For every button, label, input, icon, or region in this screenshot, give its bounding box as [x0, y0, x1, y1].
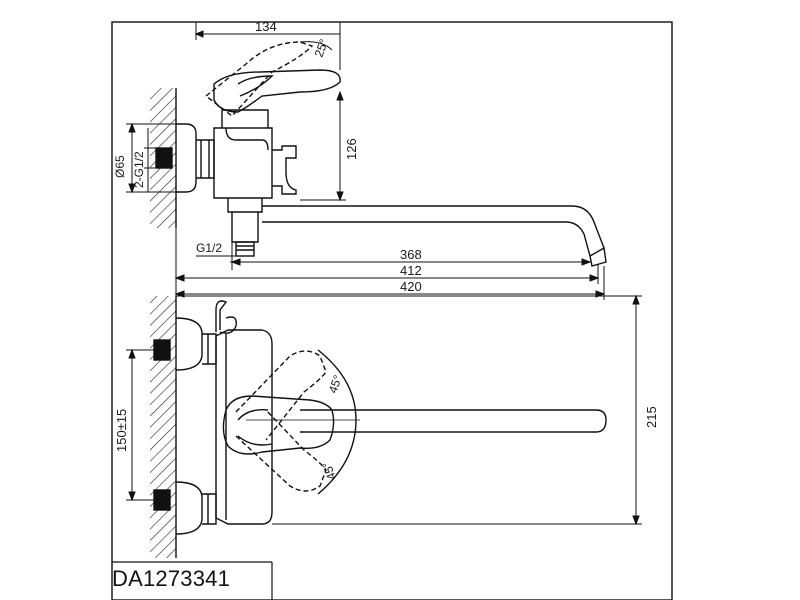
dim-reach-368: 368 — [400, 247, 422, 262]
top-view-dimensions — [126, 22, 606, 300]
nut-top — [196, 139, 215, 179]
outlet-collar-top — [231, 212, 259, 243]
top-view — [150, 41, 607, 267]
outlet-thread-top — [235, 241, 255, 257]
dim-total-height: 215 — [644, 406, 659, 428]
hook-stem — [215, 300, 228, 332]
dim-reach-412: 412 — [400, 263, 422, 278]
model-code: DA1273341 — [112, 566, 231, 591]
flange-top — [176, 123, 197, 193]
lower-inlet-thread — [153, 489, 171, 511]
dim-height-body: 126 — [344, 138, 359, 160]
dim-top-width: 134 — [255, 19, 277, 34]
spout-upper-edge — [262, 205, 605, 249]
dim-handle-angle-top: 25° — [312, 37, 331, 59]
inlet-thread-top — [155, 147, 173, 169]
diverter-knob-top — [272, 145, 297, 195]
lever-handle-dashed-lower — [235, 409, 327, 492]
dim-angle-lower: 45° — [319, 460, 338, 482]
front-view-dimensions — [126, 294, 642, 526]
dim-angle-upper: 45° — [326, 373, 345, 395]
spout-front — [300, 409, 607, 433]
wall-hatch-front — [150, 296, 176, 558]
dim-flange-diameter: Ø65 — [113, 155, 127, 178]
lever-handle-dashed-upper — [235, 350, 327, 441]
lower-flange-front — [175, 481, 203, 535]
drawing-border — [111, 21, 673, 600]
lever-handle-dashed-top — [204, 41, 314, 117]
dim-inlet-thread: 2-G1/2 — [132, 151, 146, 188]
mixer-body-front — [215, 329, 273, 525]
front-view — [150, 296, 607, 558]
lever-handle-front — [222, 395, 335, 455]
dim-spacing: 150±15 — [114, 409, 129, 452]
cartridge-top — [221, 109, 269, 128]
mixer-body-top — [213, 127, 273, 199]
upper-flange-front — [175, 317, 203, 371]
dim-outlet-thread: G1/2 — [196, 241, 222, 255]
hook-ring — [219, 316, 237, 334]
lever-handle-top — [213, 69, 341, 113]
dim-reach-420: 420 — [400, 279, 422, 294]
upper-inlet-thread — [153, 339, 171, 361]
spout-lower-edge — [262, 221, 591, 257]
aerator-top — [589, 246, 607, 267]
